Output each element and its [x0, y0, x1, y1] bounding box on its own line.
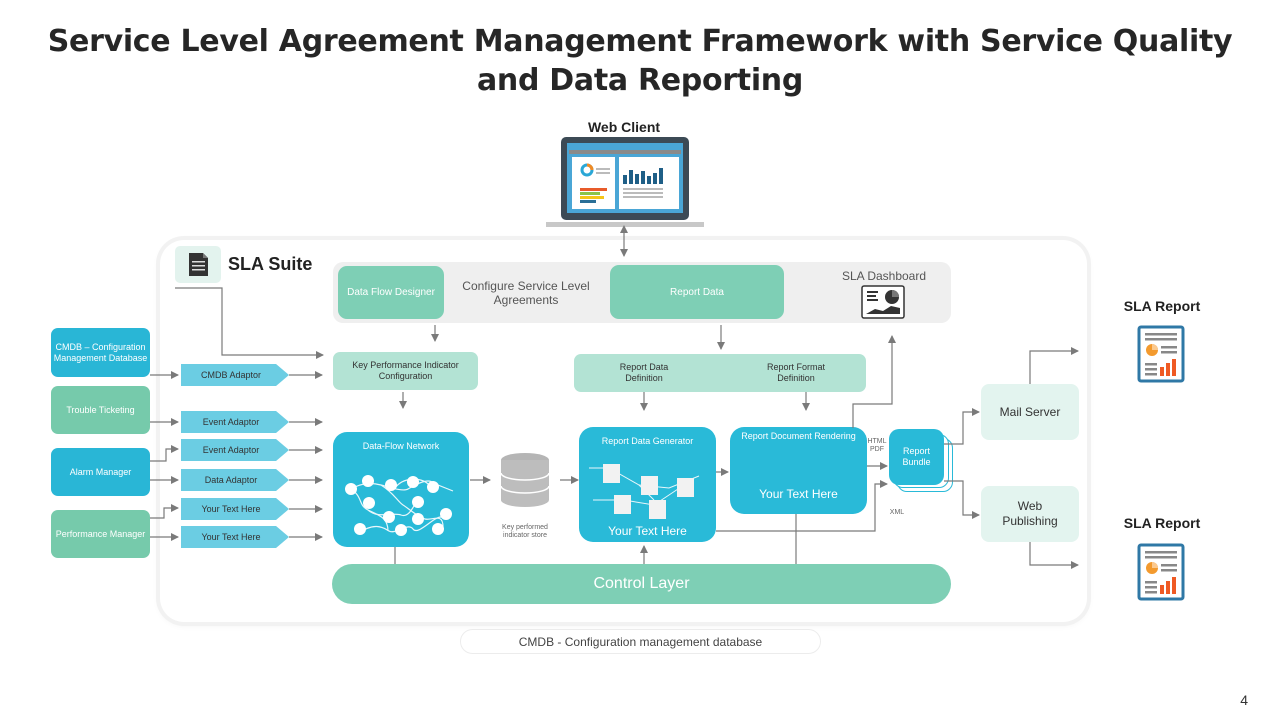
xml-label: XML	[889, 509, 905, 516]
report-data-generator-text: Your Text Here	[608, 524, 687, 538]
control-layer[interactable]: Control Layer	[332, 564, 951, 604]
sla-dashboard-label[interactable]: SLA Dashboard	[841, 269, 927, 283]
mail-server-box[interactable]: Mail Server	[981, 384, 1079, 440]
document-icon	[189, 253, 208, 276]
source-performance-manager[interactable]: Performance Manager	[51, 510, 150, 558]
report-data-generator-title: Report Data Generator	[601, 436, 694, 446]
adaptor-cmdb[interactable]: CMDB Adaptor	[181, 364, 289, 386]
page-number: 4	[1240, 692, 1248, 708]
adaptor-data[interactable]: Data Adaptor	[181, 469, 289, 491]
report-document-icon[interactable]	[1137, 543, 1185, 601]
sla-report-label-1: SLA Report	[1123, 298, 1201, 314]
source-alarm-manager[interactable]: Alarm Manager	[51, 448, 150, 496]
adaptor-event-1[interactable]: Event Adaptor	[181, 411, 289, 433]
report-document-rendering-text: Your Text Here	[759, 487, 838, 501]
adaptor-custom-2[interactable]: Your Text Here	[181, 526, 289, 548]
report-data-button[interactable]: Report Data	[610, 265, 784, 319]
dashboard-chart-icon[interactable]	[861, 285, 905, 319]
flow-nodes-icon	[589, 464, 700, 519]
report-data-generator-box[interactable]: Report Data Generator Your Text Here	[579, 427, 716, 542]
sla-report-label-2: SLA Report	[1123, 515, 1201, 531]
database-icon	[500, 453, 550, 507]
report-document-rendering-box[interactable]: Report Document Rendering Your Text Here	[730, 427, 867, 514]
data-flow-network-title: Data-Flow Network	[362, 441, 440, 451]
source-trouble-ticketing[interactable]: Trouble Ticketing	[51, 386, 150, 434]
network-graph-icon	[345, 475, 454, 536]
data-flow-designer-button[interactable]: Data Flow Designer	[338, 266, 444, 319]
report-document-rendering-title: Report Document Rendering	[741, 431, 856, 441]
adaptor-event-2[interactable]: Event Adaptor	[181, 439, 289, 461]
report-data-definition[interactable]: Report Data Definition	[619, 362, 669, 383]
report-document-icon[interactable]	[1137, 325, 1185, 383]
web-client-label: Web Client	[587, 119, 661, 135]
source-cmdb[interactable]: CMDB – Configuration Management Database	[51, 328, 150, 377]
page-title: Service Level Agreement Management Frame…	[47, 24, 1233, 98]
suite-icon-box	[175, 246, 221, 283]
report-format-definition[interactable]: Report Format Definition	[766, 362, 826, 383]
adaptor-custom-1[interactable]: Your Text Here	[181, 498, 289, 520]
report-definitions-box	[574, 354, 866, 392]
legend-note: CMDB - Configuration management database	[460, 629, 821, 654]
report-bundle-box[interactable]: Report Bundle	[889, 429, 944, 485]
kpi-configuration-box[interactable]: Key Performance Indicator Configuration	[333, 352, 478, 390]
sla-suite-title: SLA Suite	[228, 254, 313, 274]
data-flow-network-box[interactable]: Data-Flow Network	[333, 432, 469, 547]
html-pdf-label: HTML PDF	[867, 438, 887, 453]
configure-sla-label: Configure Service Level Agreements	[462, 279, 590, 307]
web-publishing-box[interactable]: Web Publishing	[981, 486, 1079, 542]
kpi-store-label: Key performed indicator store	[502, 524, 548, 539]
